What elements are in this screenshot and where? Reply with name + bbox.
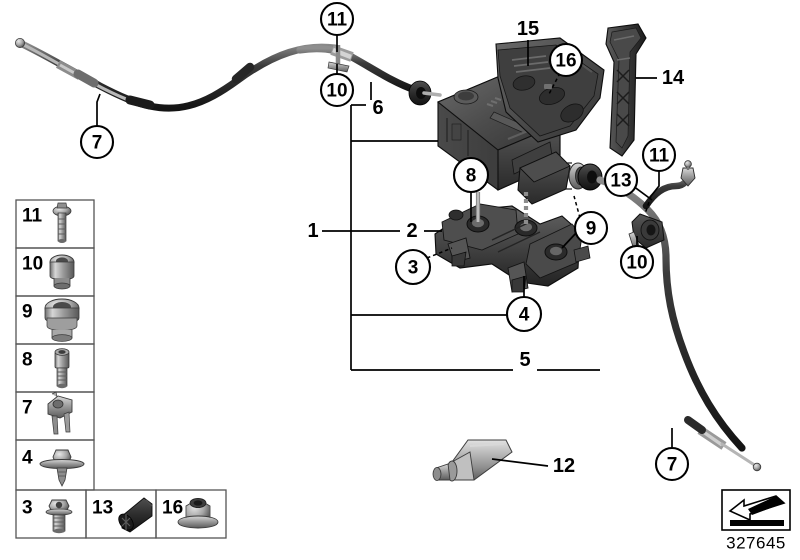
part-grease-tube — [432, 439, 513, 482]
part-mounting-bracket — [434, 203, 591, 293]
legend-cell-8[interactable]: 8 — [15, 343, 95, 393]
callout-label: 14 — [662, 67, 685, 89]
arrow-logo-icon — [728, 495, 786, 526]
legend-number: 13 — [92, 498, 113, 519]
watermark-block: 327645 — [721, 489, 791, 553]
callout-label: 4 — [519, 305, 530, 326]
legend-cell-11[interactable]: 11 — [15, 199, 95, 249]
legend-cell-3[interactable]: 3 — [15, 489, 87, 539]
legend-number: 16 — [162, 498, 183, 519]
icon-rubber-bushing-grommet — [44, 298, 80, 342]
part-cable-left — [14, 38, 339, 112]
callout-label: 9 — [586, 219, 597, 240]
callout-5[interactable]: 5 — [519, 349, 530, 371]
callout-label: 5 — [519, 349, 530, 371]
legend-cell-13[interactable]: 13 — [85, 489, 157, 539]
legend-number: 8 — [22, 350, 33, 371]
icon-torx-flange-screw — [45, 499, 73, 534]
callout-label: 11 — [327, 10, 348, 31]
legend-cell-16[interactable]: 16 — [155, 489, 227, 539]
callout-label: 1 — [307, 220, 318, 242]
callout-7-bottom[interactable]: 7 — [654, 446, 690, 482]
callout-10-top[interactable]: 10 — [319, 72, 355, 108]
callout-label: 3 — [408, 258, 419, 279]
callout-16-top[interactable]: 16 — [548, 42, 584, 78]
callout-11-right[interactable]: 11 — [641, 137, 677, 173]
callout-label: 2 — [406, 220, 417, 242]
callout-label: 8 — [466, 166, 477, 187]
legend-number: 7 — [22, 398, 33, 419]
callout-label: 7 — [92, 133, 103, 154]
icon-flange-bolt-long — [52, 202, 72, 243]
legend-table: 11 10 — [15, 199, 227, 539]
icon-rubber-grommet-sleeve — [49, 254, 75, 290]
callout-label: 10 — [326, 81, 347, 102]
legend-number: 11 — [22, 206, 43, 227]
callout-markers: 11 10 6 7 15 16 14 — [79, 1, 690, 482]
legend-number: 4 — [22, 448, 33, 469]
callout-14[interactable]: 14 — [662, 67, 685, 89]
callout-2[interactable]: 2 — [406, 220, 417, 242]
callout-12[interactable]: 12 — [553, 455, 575, 477]
icon-cable-end-clip — [47, 391, 73, 435]
legend-number: 3 — [22, 498, 33, 519]
icon-hex-flange-nut — [177, 497, 219, 529]
legend-number: 10 — [22, 254, 43, 275]
legend-cell-9[interactable]: 9 — [15, 295, 95, 345]
callout-11-top[interactable]: 11 — [319, 1, 355, 37]
callout-8[interactable]: 8 — [452, 156, 490, 194]
legend-number: 9 — [22, 302, 33, 323]
callout-4[interactable]: 4 — [505, 295, 543, 333]
icon-rubber-damper-sleeve — [118, 497, 153, 533]
callout-6[interactable]: 6 — [372, 97, 383, 119]
callout-label: 16 — [555, 51, 576, 72]
callout-13-right[interactable]: 13 — [603, 162, 639, 198]
callout-label: 7 — [667, 455, 678, 476]
callout-9[interactable]: 9 — [573, 210, 609, 246]
callout-10-right[interactable]: 10 — [619, 244, 655, 280]
callout-label: 11 — [649, 146, 670, 167]
legend-cell-10[interactable]: 10 — [15, 247, 95, 297]
callout-3[interactable]: 3 — [394, 248, 432, 286]
callout-label: 6 — [372, 97, 383, 119]
legend-cell-4[interactable]: 4 — [15, 439, 95, 491]
callout-7-left[interactable]: 7 — [79, 124, 115, 160]
part-bolt-shafts — [475, 192, 529, 226]
callout-label: 12 — [553, 455, 575, 477]
callout-label: 15 — [517, 18, 539, 40]
watermark-number: 327645 — [726, 534, 786, 553]
part-support-strut — [605, 23, 647, 157]
icon-socket-head-bolt — [54, 348, 70, 389]
callout-label: 13 — [610, 171, 631, 192]
icon-plastic-expansion-rivet — [39, 449, 85, 487]
callout-1[interactable]: 1 — [307, 220, 318, 242]
part-cable-right — [577, 160, 762, 472]
legend-cell-7[interactable]: 7 — [15, 391, 95, 441]
callout-15[interactable]: 15 — [517, 18, 539, 40]
leader-lines — [96, 35, 673, 467]
part-cable-upper — [296, 45, 442, 106]
callout-label: 10 — [626, 253, 647, 274]
